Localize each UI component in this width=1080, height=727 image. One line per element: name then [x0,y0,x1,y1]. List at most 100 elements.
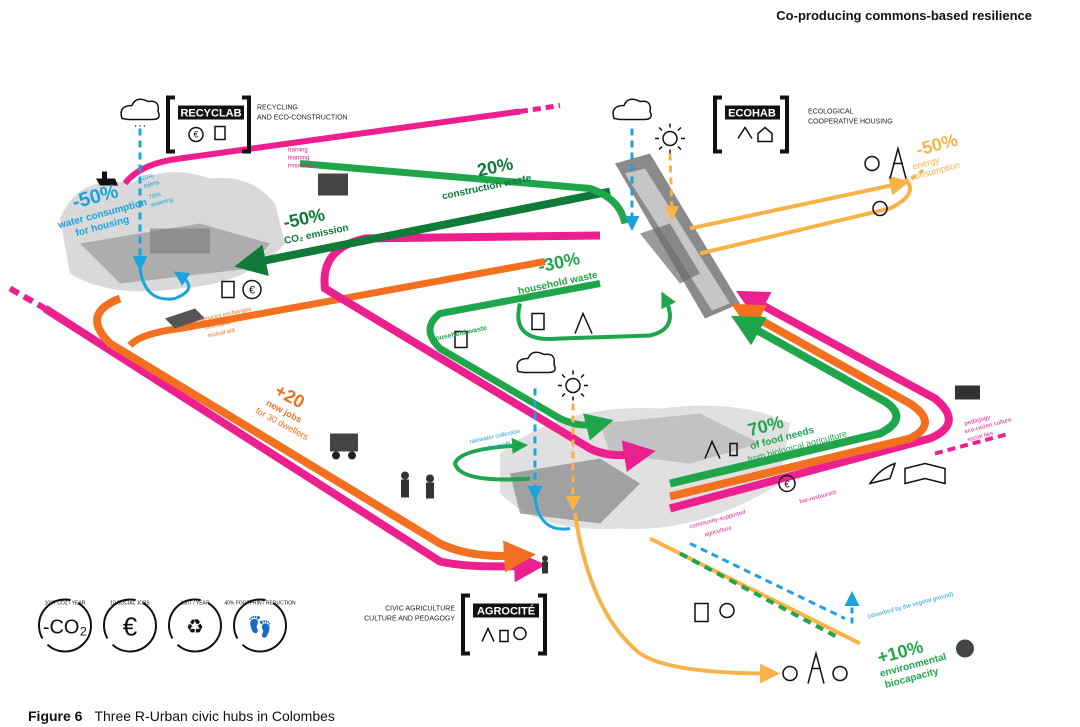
water-small-1: 20% [141,173,155,182]
badge-footprint: 👣 40% FOOTPRINT REDUCTION [224,598,296,653]
construction-waste-flow [234,187,611,277]
sun-icon [558,370,588,401]
badge-co2-value: -CO₂ [43,617,87,639]
crates-icon [165,308,205,329]
badge-co2: -CO₂ 100T CO2 / YEAR [38,598,92,653]
hw-pct: -30% [536,248,581,276]
recyclab-hub-label: RECYCLAB RECYCLING AND ECO-CONSTRUCTION … [166,95,348,154]
bulb-icon [864,155,880,172]
household-small-loop [516,291,676,342]
sun-icon [655,123,685,154]
absorbed-label: (absorbed by the vegetal ground) [867,592,954,621]
energy-flow-top [689,175,910,231]
recycle-bin-icon [214,125,226,141]
orange-services-flow [127,258,546,348]
energy-flow-bottom [699,177,912,256]
crowd-icon [955,385,980,400]
euro-icon [188,126,204,143]
figure-label: Figure 6 [28,708,83,724]
bulb-icon [782,665,798,682]
svg-text:' ' ': ' ' ' [135,124,145,134]
water-small-2: toilets [143,180,160,190]
rainwater-loop [452,437,531,482]
recycle-bin-icon [531,312,545,331]
water-loop-agrocite [533,498,571,531]
figure-text: Three R-Urban civic hubs in Colombes [94,708,335,724]
svg-text:€: € [249,285,255,297]
figure-caption: Figure 6 Three R-Urban civic hubs in Colo… [28,708,335,724]
cloud-rain-icon [516,351,556,374]
bulb-icon [872,200,888,217]
page-header: Co-producing commons-based resilience [776,8,1032,23]
ecohab-desc-1: ECOLOGICAL [808,109,854,116]
recyclab-name: RECYCLAB [180,108,241,120]
badge-waste-ring: 150T / YEAR [181,601,210,607]
ecohab-name: ECOHAB [728,108,776,120]
plug-icon [574,311,593,334]
badge-footprint-value: 👣 [248,615,273,639]
bar-label: bar-restaurant [799,490,837,506]
agrocite-name: AGROCITÉ [477,605,535,618]
water-small-3: 70% [148,192,162,201]
machine-icon [318,173,348,196]
agrocite-desc-1: CIVIC AGRICULTURE [385,606,455,613]
recyclab-desc-2: AND ECO-CONSTRUCTION [257,115,348,122]
sun-line-ecohab [664,153,680,221]
water-loop-recyclab [138,268,191,301]
env-metric: +10% environmental biocapacity [875,636,948,691]
training-label: training [288,148,308,154]
bulb-icon [513,626,527,641]
house-icon [757,126,773,143]
euro-icon: € [778,474,796,493]
energy-metric: -50% energy consumption [909,130,961,183]
guitar-icon [868,462,897,485]
people-figures [401,471,548,574]
water-small-4: watering [149,197,173,209]
bulb-icon [719,602,735,619]
svg-text:€: € [193,130,198,140]
tap-icon [96,171,118,186]
agrocite-out-blue-dash [689,542,846,620]
agrocite-desc-2: CULTURE AND PEDAGOGY [364,616,455,623]
jobs-metric: +20 new jobs for 30 dwellers [254,380,311,442]
rain-label-1: rainwater collection [469,429,520,446]
plug-icon [737,126,753,139]
pink-right-loop [668,290,953,513]
bulb-icon [832,665,848,682]
pylon-icon [807,650,825,684]
cart-icon [330,433,358,460]
svg-text:€: € [784,480,790,491]
badge-jobs: € 10 SOCIAL JOBS [103,598,157,653]
csa-label-2: agriculture [704,525,733,538]
ecohab-hub-label: ECOHAB ECOLOGICAL COOPERATIVE HOUSING [713,95,893,154]
energy-dash-ecohab [911,167,926,180]
plug-icon [704,439,721,459]
recycle-bin-icon [221,280,235,299]
cloud-rain-icon: ' ' ' [120,98,160,134]
euro-icon: € [242,279,262,300]
hw-small: household waste [431,325,488,344]
seedling-icon [956,639,974,658]
recyclab-building [60,172,285,292]
plug-icon [481,626,495,642]
timebank-label: time-bank [204,320,232,332]
agrocite-hub-label: AGROCITÉ CIVIC AGRICULTURE CULTURE AND P… [364,593,547,656]
bottle-icon [729,442,738,457]
badge-footprint-ring: 40% FOOTPRINT REDUCTION [224,601,296,607]
recycle-bin-icon [694,602,709,623]
cloud-rain-icon [612,98,652,121]
recyclab-desc-1: RECYCLING [257,105,298,112]
badge-waste-value: ♻ [186,617,204,639]
ecohab-building [615,153,740,319]
badge-waste: ♻ 150T / YEAR [168,598,222,653]
book-icon [904,462,946,485]
innovation-label: innovation [288,164,315,170]
pylon-icon [889,145,907,179]
agrocite-out-green-dash [679,551,841,641]
recycle-bin-icon [454,330,468,349]
pink-dash-left [8,285,47,312]
co2-metric: -50% CO₂ emission [281,204,349,247]
orange-right-loop [669,303,929,501]
learning-label: learning [288,156,309,162]
